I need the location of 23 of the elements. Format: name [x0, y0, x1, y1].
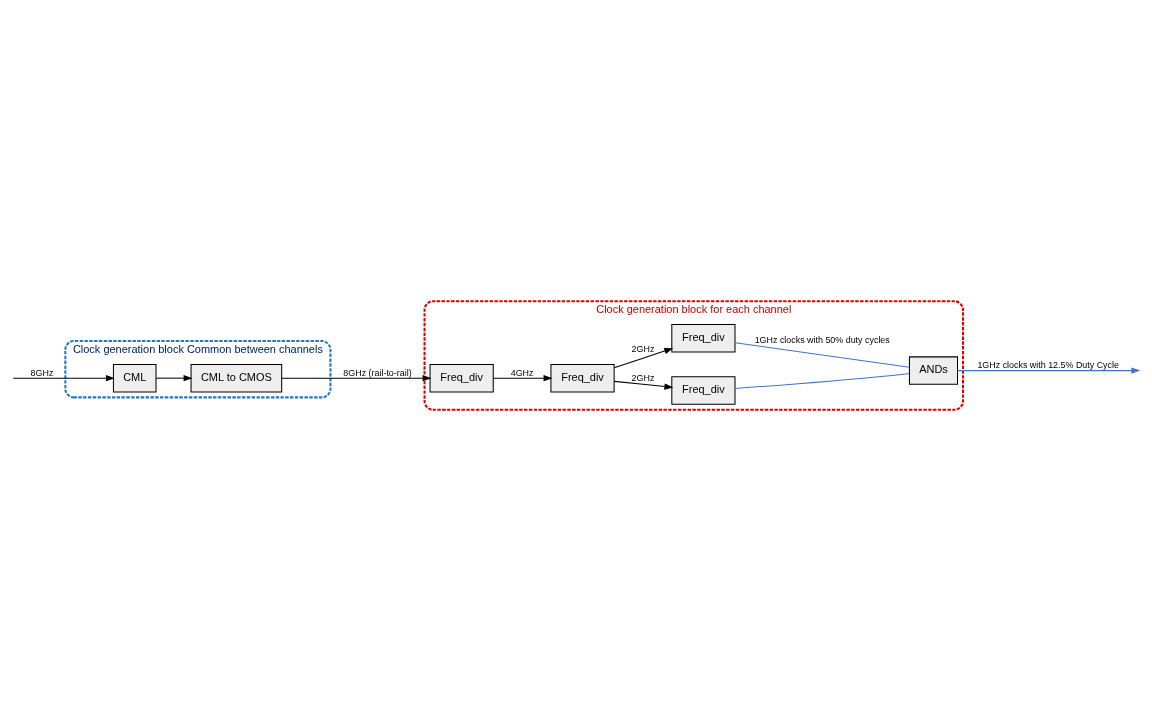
edge-label: 8GHz: [30, 367, 54, 378]
arrow: [613, 347, 674, 368]
arrow: [492, 374, 553, 381]
edge-label: 1GHz clocks with 50% duty cycles: [754, 334, 890, 345]
connector: [734, 341, 910, 368]
connector: [734, 372, 910, 389]
edge-label: 8GHz (rail-to-rail): [343, 367, 412, 378]
node-box: ANDs: [908, 355, 959, 385]
node-box: Freq_div: [550, 363, 615, 392]
arrow: [281, 374, 432, 381]
node-box: CML to CMOS: [190, 363, 283, 392]
arrow: [155, 374, 193, 381]
edge-label: 2GHz: [631, 343, 655, 354]
node-box: Freq_div: [429, 363, 494, 392]
edge-label: 4GHz: [510, 367, 534, 378]
arrow: [957, 367, 1141, 374]
arrow: [613, 380, 674, 390]
node-box: CML: [112, 363, 157, 392]
node-box: Freq_div: [671, 323, 736, 353]
node-box: Freq_div: [671, 375, 736, 405]
edge-label: 1GHz clocks with 12.5% Duty Cycle: [977, 359, 1119, 370]
arrow: [12, 374, 115, 381]
edge-label: 2GHz: [631, 372, 655, 383]
